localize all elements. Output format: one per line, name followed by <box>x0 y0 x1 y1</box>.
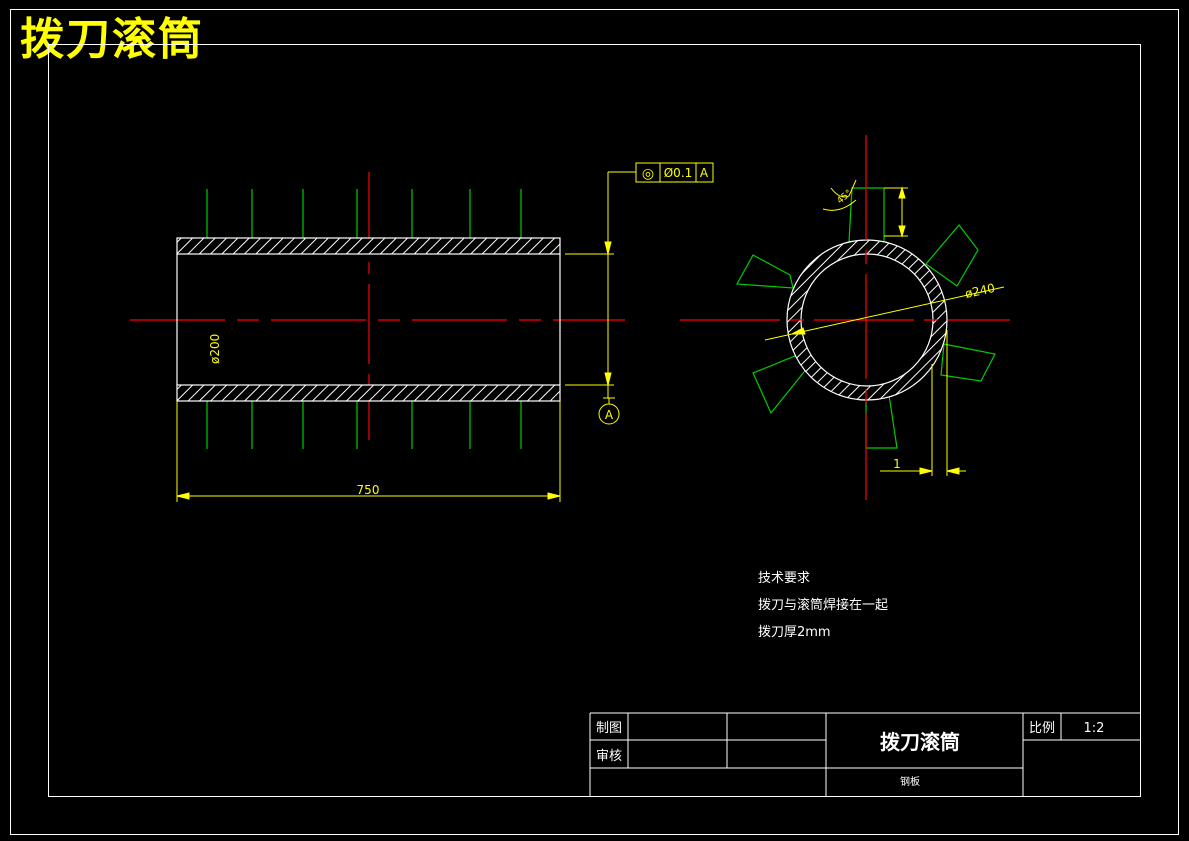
material-label: 钢板 <box>900 775 920 788</box>
technical-notes: 技术要求 拨刀与滚筒焊接在一起 拨刀厚2mm <box>758 571 888 640</box>
tolerance-symbol: ◎ <box>642 166 654 182</box>
dim-thickness-label: 1 <box>893 457 901 471</box>
tolerance-datum: A <box>700 166 709 180</box>
part-name: 拨刀滚筒 <box>880 730 960 754</box>
note-line-2: 拨刀厚2mm <box>758 625 831 640</box>
notes-title: 技术要求 <box>758 571 810 586</box>
scale-label: 比例 <box>1029 721 1055 736</box>
checked-by-label: 审核 <box>596 749 622 764</box>
note-line-1: 拨刀与滚筒焊接在一起 <box>758 597 888 613</box>
title-block <box>589 712 1140 796</box>
front-view: 750 ø200 A ◎ Ø0.1 A <box>130 162 714 502</box>
dim-inner-diameter-label: ø200 <box>208 334 222 364</box>
made-by-label: 制图 <box>596 721 622 736</box>
dim-outer-diameter-label: ø240 <box>964 281 996 301</box>
datum-label: A <box>605 408 614 422</box>
inner-border <box>48 44 1141 797</box>
tolerance-value: Ø0.1 <box>664 166 693 180</box>
drawing-title: 拨刀滚筒 <box>20 14 204 65</box>
side-view: ø240 45° 1 <box>680 135 1010 500</box>
scale-value: 1:2 <box>1084 721 1105 736</box>
outer-border <box>10 9 1179 835</box>
dim-length-label: 750 <box>357 483 380 497</box>
